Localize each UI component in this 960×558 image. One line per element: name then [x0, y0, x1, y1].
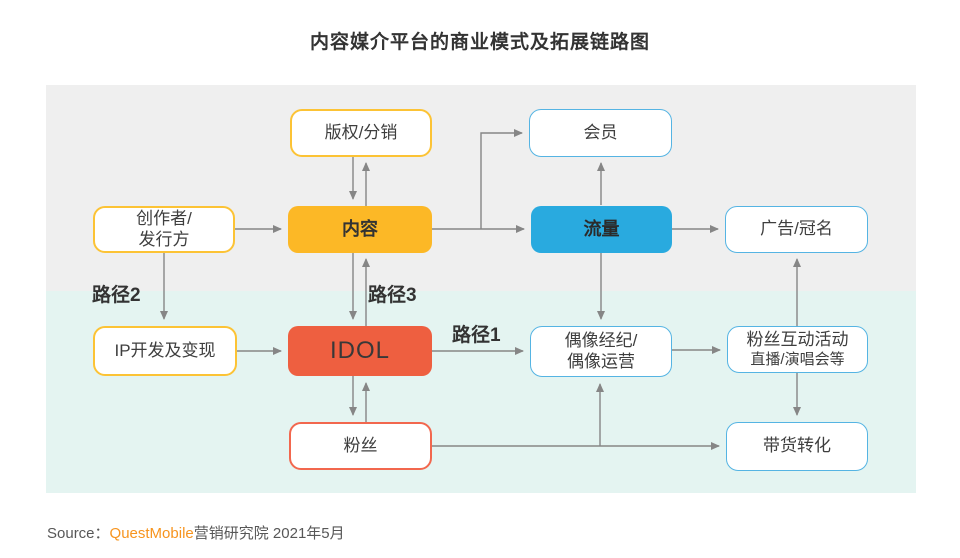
node-idol-agency-operation: 偶像经纪/ 偶像运营: [530, 326, 672, 377]
node-label: 会员: [583, 122, 618, 142]
node-fans: 粉丝: [289, 422, 432, 470]
node-membership: 会员: [529, 109, 672, 157]
node-label-line2: 偶像运营: [567, 351, 635, 371]
node-copyright-distribution: 版权/分销: [290, 109, 432, 157]
node-label-line2: 发行方: [138, 229, 190, 249]
node-label-line1: 粉丝互动活动: [746, 329, 849, 349]
node-label: 粉丝: [343, 435, 378, 455]
node-content: 内容: [288, 206, 432, 253]
node-label: 带货转化: [763, 436, 831, 456]
node-fan-interaction: 粉丝互动活动 直播/演唱会等: [727, 326, 868, 373]
diagram-title: 内容媒介平台的商业模式及拓展链路图: [309, 32, 650, 53]
path1-label: 路径1: [452, 325, 501, 346]
node-label-line1: 创作者/: [136, 208, 192, 228]
node-advertising-sponsorship: 广告/冠名: [725, 206, 868, 253]
node-creator-publisher: 创作者/ 发行方: [93, 206, 235, 253]
source-brand: QuestMobile: [109, 525, 194, 542]
node-label: 广告/冠名: [760, 219, 833, 239]
node-sales-conversion: 带货转化: [726, 422, 868, 471]
source-suffix: 营销研究院 2021年5月: [193, 525, 345, 542]
node-label-line2: 直播/演唱会等: [750, 350, 845, 368]
node-label-line1: 偶像经纪/: [564, 330, 638, 350]
node-ip-development: IP开发及变现: [93, 326, 237, 376]
source-attribution: Source：QuestMobile营销研究院 2021年5月: [47, 522, 345, 543]
node-label: IDOL: [329, 337, 390, 365]
node-label: 版权/分销: [324, 122, 398, 142]
node-idol: IDOL: [288, 326, 432, 376]
upper-band-background: [46, 85, 916, 291]
node-label: 流量: [583, 218, 620, 239]
node-label: IP开发及变现: [114, 340, 216, 360]
path2-label: 路径2: [92, 285, 141, 306]
source-prefix: Source：: [47, 525, 110, 542]
path3-label: 路径3: [368, 285, 417, 306]
node-traffic: 流量: [531, 206, 672, 253]
node-label: 内容: [342, 218, 378, 239]
